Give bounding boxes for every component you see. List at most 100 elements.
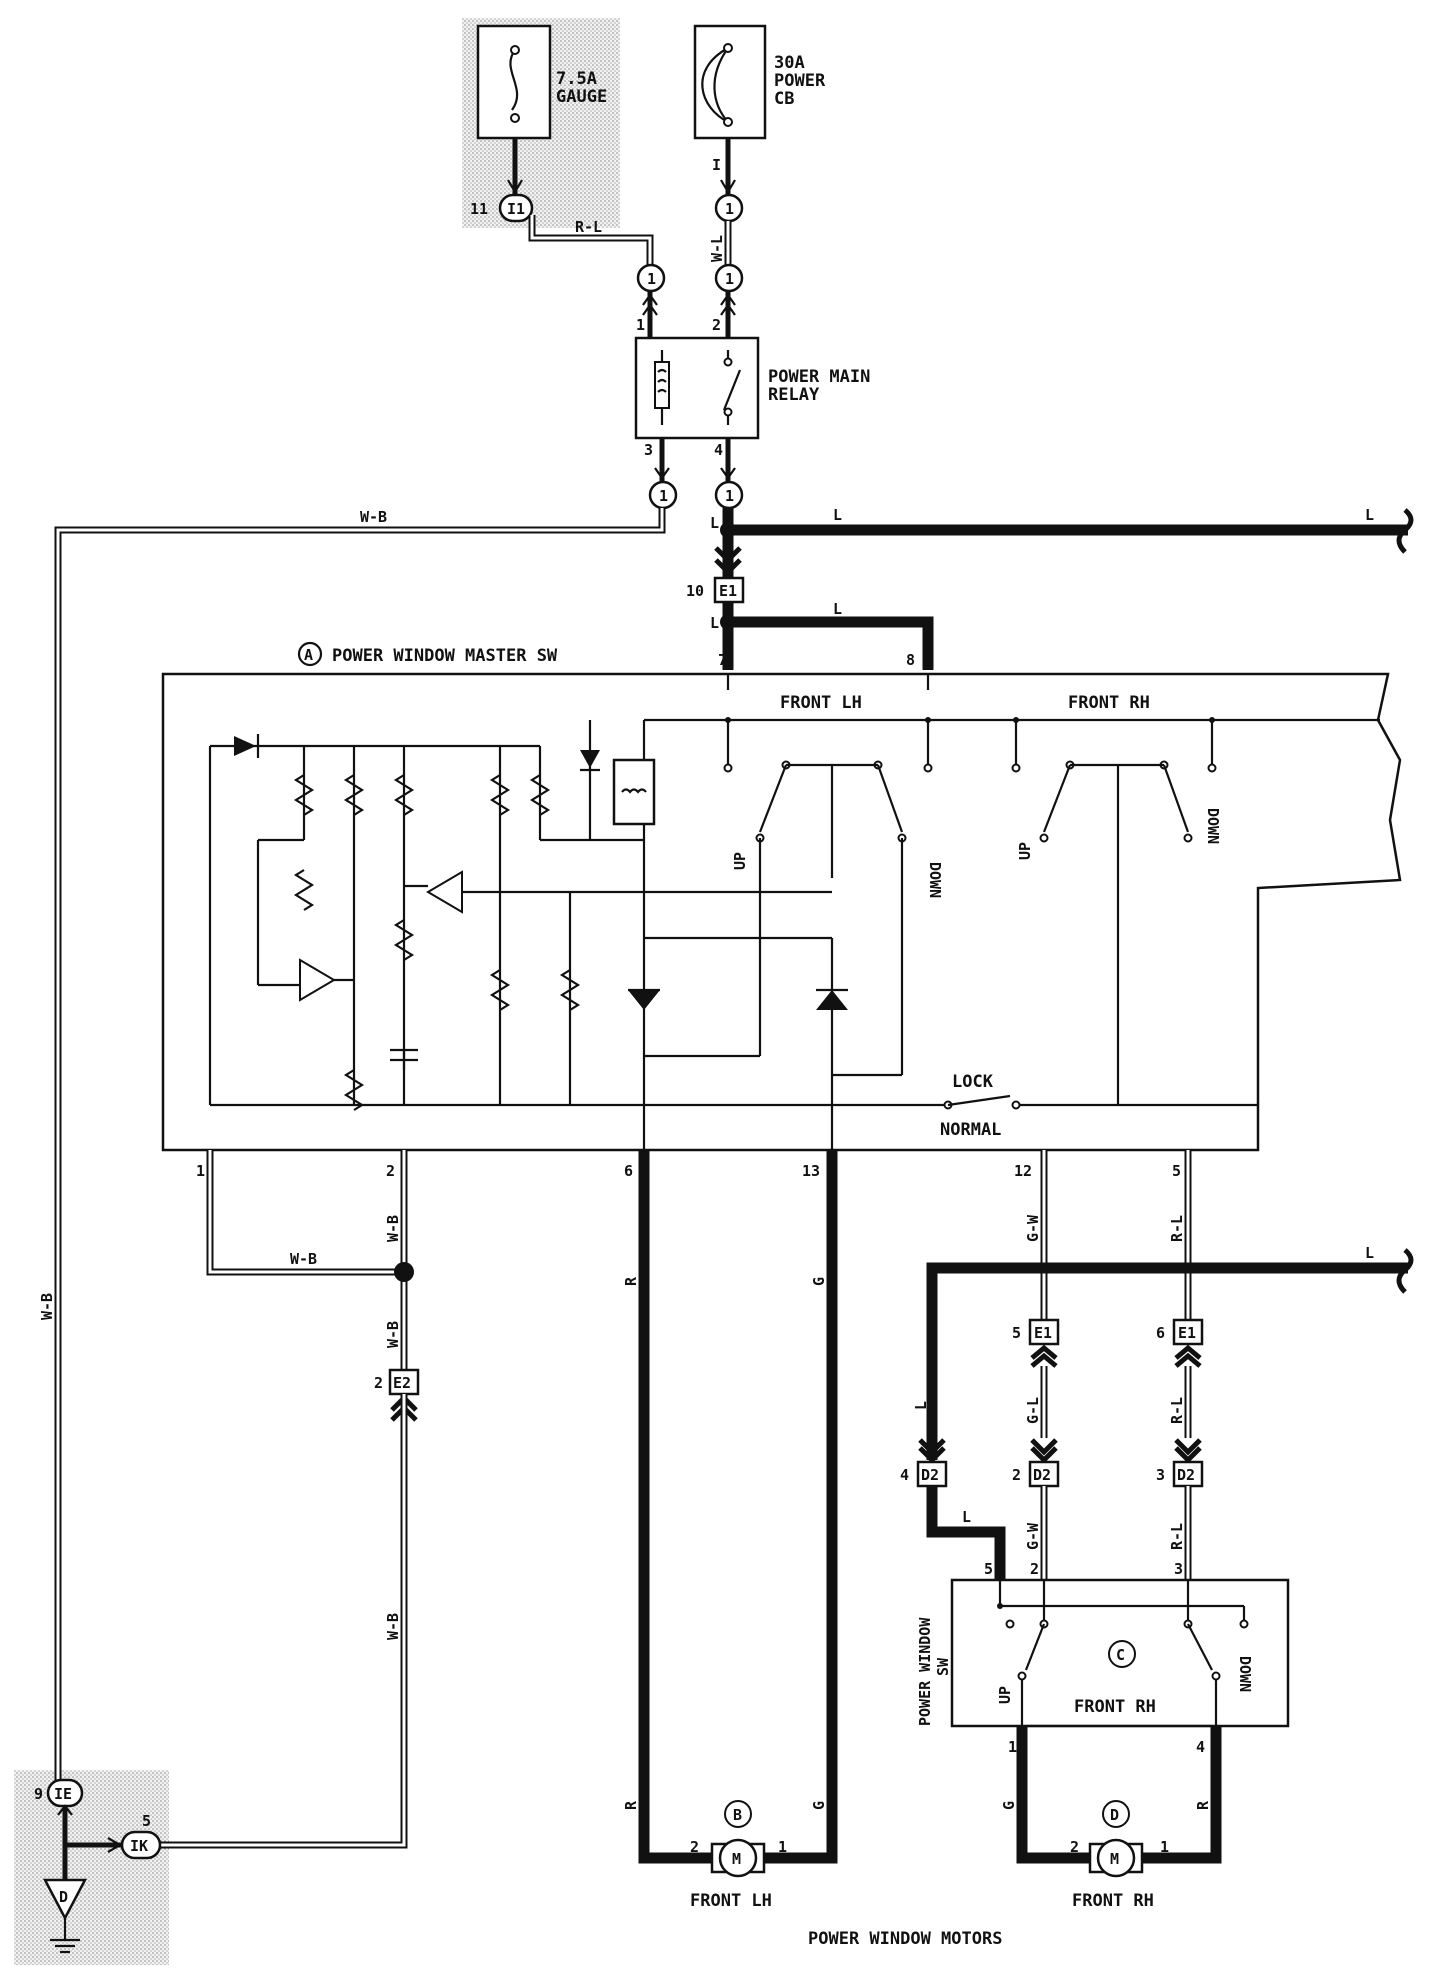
wire-w-b-label-d: W-B — [384, 1613, 402, 1640]
wire-g-w-label-b: G-W — [1024, 1522, 1042, 1550]
master-pin-6: 6 — [624, 1162, 633, 1180]
motor-rh-symbol: M — [1110, 1850, 1119, 1868]
motor-rh-id: D — [1110, 1806, 1119, 1824]
motors-caption: POWER WINDOW MOTORS — [808, 1929, 1002, 1949]
wire-l-label-7: L — [912, 1401, 930, 1410]
wire-g-rh-motor — [1016, 1726, 1090, 1864]
master-pin-7: 7 — [718, 651, 727, 669]
relay-title-line2: RELAY — [768, 385, 820, 405]
relay-pin-3: 3 — [644, 441, 653, 459]
svg-text:I1: I1 — [507, 200, 525, 218]
master-pin-1: 1 — [196, 1162, 205, 1180]
rh-switch-label: FRONT RH — [1074, 1697, 1156, 1717]
master-lh-up: UP — [731, 852, 749, 870]
svg-text:1: 1 — [725, 487, 734, 505]
connector-e1-6: E1 6 — [1156, 1318, 1204, 1346]
relay-title-line1: POWER MAIN — [768, 367, 870, 387]
wire-l-bus-middle-continues — [1396, 1248, 1414, 1294]
wire-w-b-to-ik — [140, 1394, 408, 1849]
wire-r-label-c: R — [1194, 1800, 1212, 1810]
motor-lh-pin-b: 1 — [778, 1838, 787, 1856]
svg-text:E1: E1 — [1178, 1324, 1196, 1342]
wire-r-l-label: R-L — [575, 218, 602, 236]
rh-switch-title-line2: SW — [934, 1657, 952, 1676]
circuit-breaker-30a: 30A POWER CB — [693, 24, 826, 140]
motor-rh-pin-a: 2 — [1070, 1838, 1079, 1856]
master-pin-5: 5 — [1172, 1162, 1181, 1180]
svg-text:1: 1 — [647, 270, 656, 288]
wire-l-to-pin8 — [728, 616, 934, 670]
connector-relay-in-1: 1 — [636, 263, 666, 293]
breaker-power-label: POWER — [774, 71, 826, 91]
rh-switch-down: DOWN — [1236, 1656, 1254, 1692]
master-pin-13: 13 — [802, 1162, 820, 1180]
power-window-master-switch: A POWER WINDOW MASTER SW 7 8 FRONT LH FR… — [161, 641, 1402, 1152]
fuse-arrow — [507, 179, 523, 195]
rh-switch-up: UP — [996, 1686, 1014, 1704]
svg-text:IE: IE — [54, 1785, 72, 1803]
motor-lh-id: B — [733, 1806, 742, 1824]
connector-ie: IE 9 — [34, 1778, 84, 1808]
master-switch-id: A — [304, 646, 313, 664]
svg-text:1: 1 — [725, 200, 734, 218]
power-main-relay: POWER MAIN RELAY — [634, 336, 870, 440]
connector-d2-4: D2 4 — [900, 1460, 948, 1488]
connector-d2-3-pin: 3 — [1156, 1466, 1165, 1484]
wire-g-label-c: G — [1000, 1801, 1018, 1810]
wire-l-label-8: L — [962, 1508, 971, 1526]
connector-e1-5: E1 5 — [1012, 1318, 1060, 1346]
wire-l-bus-top-continues — [1396, 508, 1414, 554]
rh-switch-title-line1: POWER WINDOW — [916, 1617, 934, 1726]
master-lock-label: LOCK — [952, 1072, 994, 1092]
connector-e2-pin: 2 — [374, 1374, 383, 1392]
wire-r-rh-motor — [1142, 1726, 1222, 1864]
rh-switch-pin-1: 1 — [1008, 1738, 1017, 1756]
connector-e1-10: E1 10 — [686, 576, 745, 604]
master-rh-down: DOWN — [1204, 808, 1222, 844]
wire-g-label-b: G — [810, 1801, 828, 1810]
wire-w-b-label-b: W-B — [384, 1215, 402, 1242]
connector-e2: E2 2 — [374, 1368, 420, 1396]
motor-front-rh: D M 2 1 FRONT RH — [1070, 1800, 1169, 1911]
motor-lh-label: FRONT LH — [690, 1891, 772, 1911]
wire-l-label-2: L — [1365, 506, 1374, 524]
svg-text:D2: D2 — [1177, 1466, 1195, 1484]
connector-i1-pin: 11 — [470, 200, 488, 218]
ground-point: D — [42, 1878, 88, 1954]
wire-l-label-3: L — [710, 514, 719, 532]
connector-d2-3: D2 3 — [1156, 1460, 1204, 1488]
motor-lh-pin-a: 2 — [690, 1838, 699, 1856]
svg-text:1: 1 — [659, 487, 668, 505]
wire-w-b-label-c: W-B — [384, 1321, 402, 1348]
wire-r-label-b: R — [622, 1800, 640, 1810]
motor-front-lh: B M 2 1 FRONT LH — [690, 1800, 787, 1911]
master-pin-12: 12 — [1014, 1162, 1032, 1180]
master-rh-up: UP — [1016, 842, 1034, 860]
breaker-amp-label: 30A — [774, 53, 805, 73]
master-normal-label: NORMAL — [940, 1120, 1001, 1140]
connector-d2-2: D2 2 — [1012, 1460, 1060, 1488]
wire-g-l-label: G-L — [1024, 1397, 1042, 1424]
svg-text:E2: E2 — [393, 1374, 411, 1392]
connector-ik-pin: 5 — [142, 1812, 151, 1830]
ground-id: D — [59, 1888, 68, 1906]
connector-d2-2-pin: 2 — [1012, 1466, 1021, 1484]
connector-d2-4-pin: 4 — [900, 1466, 909, 1484]
connector-i1: I1 11 — [470, 193, 534, 223]
relay-pin-4: 4 — [714, 441, 723, 459]
breaker-pin-label: I — [712, 156, 721, 174]
wire-w-b-label-a: W-B — [290, 1250, 317, 1268]
wire-r-lh-motor — [638, 1150, 712, 1864]
wire-l-label-6: L — [1365, 1244, 1374, 1262]
breaker-cb-label: CB — [774, 89, 794, 109]
master-switch-title: POWER WINDOW MASTER SW — [332, 646, 558, 666]
svg-text:IK: IK — [130, 1837, 148, 1855]
connector-e1-6-pin: 6 — [1156, 1324, 1165, 1342]
connector-relay-out-4: 1 — [714, 480, 744, 510]
motor-rh-label: FRONT RH — [1072, 1891, 1154, 1911]
master-front-lh: FRONT LH — [780, 693, 862, 713]
svg-text:1: 1 — [725, 270, 734, 288]
wire-g-w-label-a: G-W — [1024, 1214, 1042, 1242]
connector-ie-pin: 9 — [34, 1785, 43, 1803]
